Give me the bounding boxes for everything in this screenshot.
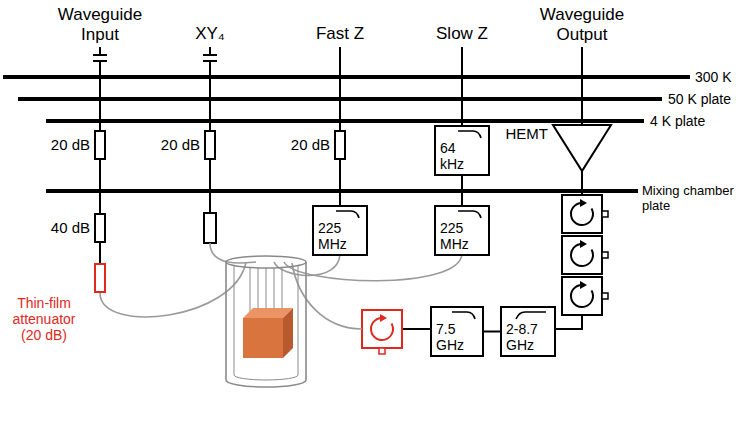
coax-line [100,47,582,329]
component-label: 20 dB [291,136,330,153]
line-name: Waveguide Input [54,5,146,44]
coax-connector [339,160,341,205]
component-label: HEMT [506,125,549,142]
attenuator-box: 40 dB [94,213,106,243]
attenuator-symbol [204,213,216,243]
dc-block-capacitor [93,55,217,61]
filter-cutoff: 64 kHz [440,141,482,172]
filter-box: 64 kHz [434,125,490,176]
coax-connector [99,160,101,213]
plate-label: Mixing chamber plate [642,184,736,214]
triangle-outline [552,124,612,172]
amplifier-triangle: HEMT [552,124,612,172]
filter-box: 2-8.7 GHz [500,306,556,357]
coax-connector [484,331,500,333]
filter-cutoff: 2-8.7 GHz [506,322,548,353]
component-label: Thin-film attenuator (20 dB) [2,295,86,343]
line-name: Slow Z [422,24,502,44]
coax-connector [99,243,101,263]
attenuator-box: 20 dB [334,130,346,160]
flexible-cable [100,243,462,329]
plate-label: 300 K [695,69,732,85]
sample-chip [243,308,293,358]
filter-box: 225 MHz [312,205,368,256]
red-circulator-symbol [362,310,402,354]
filter-box: 7.5 GHz [430,306,484,357]
attenuator-box: 20 dB [204,130,216,160]
line-name: Fast Z [300,24,380,44]
filter-box: 225 MHz [434,205,490,256]
component-label: 20 dB [51,136,90,153]
attenuator-box: 20 dB [94,130,106,160]
filter-cutoff: 225 MHz [440,221,482,252]
filter-cutoff: 7.5 GHz [436,322,478,353]
temperature-plate [3,77,690,191]
filter-cutoff: 225 MHz [318,221,360,252]
component-label: 40 dB [51,219,90,236]
coax-connector [461,176,463,205]
circulator-symbol [562,195,608,315]
line-name: Waveguide Output [536,5,628,44]
plate-label: 4 K plate [650,113,705,129]
component-label: 20 dB [161,136,200,153]
sample-enclosure [226,256,306,387]
line-name: XY₄ [180,24,240,44]
plate-label: 50 K plate [668,91,731,107]
thin-film-attenuator: Thin-film attenuator (20 dB) [94,263,106,293]
